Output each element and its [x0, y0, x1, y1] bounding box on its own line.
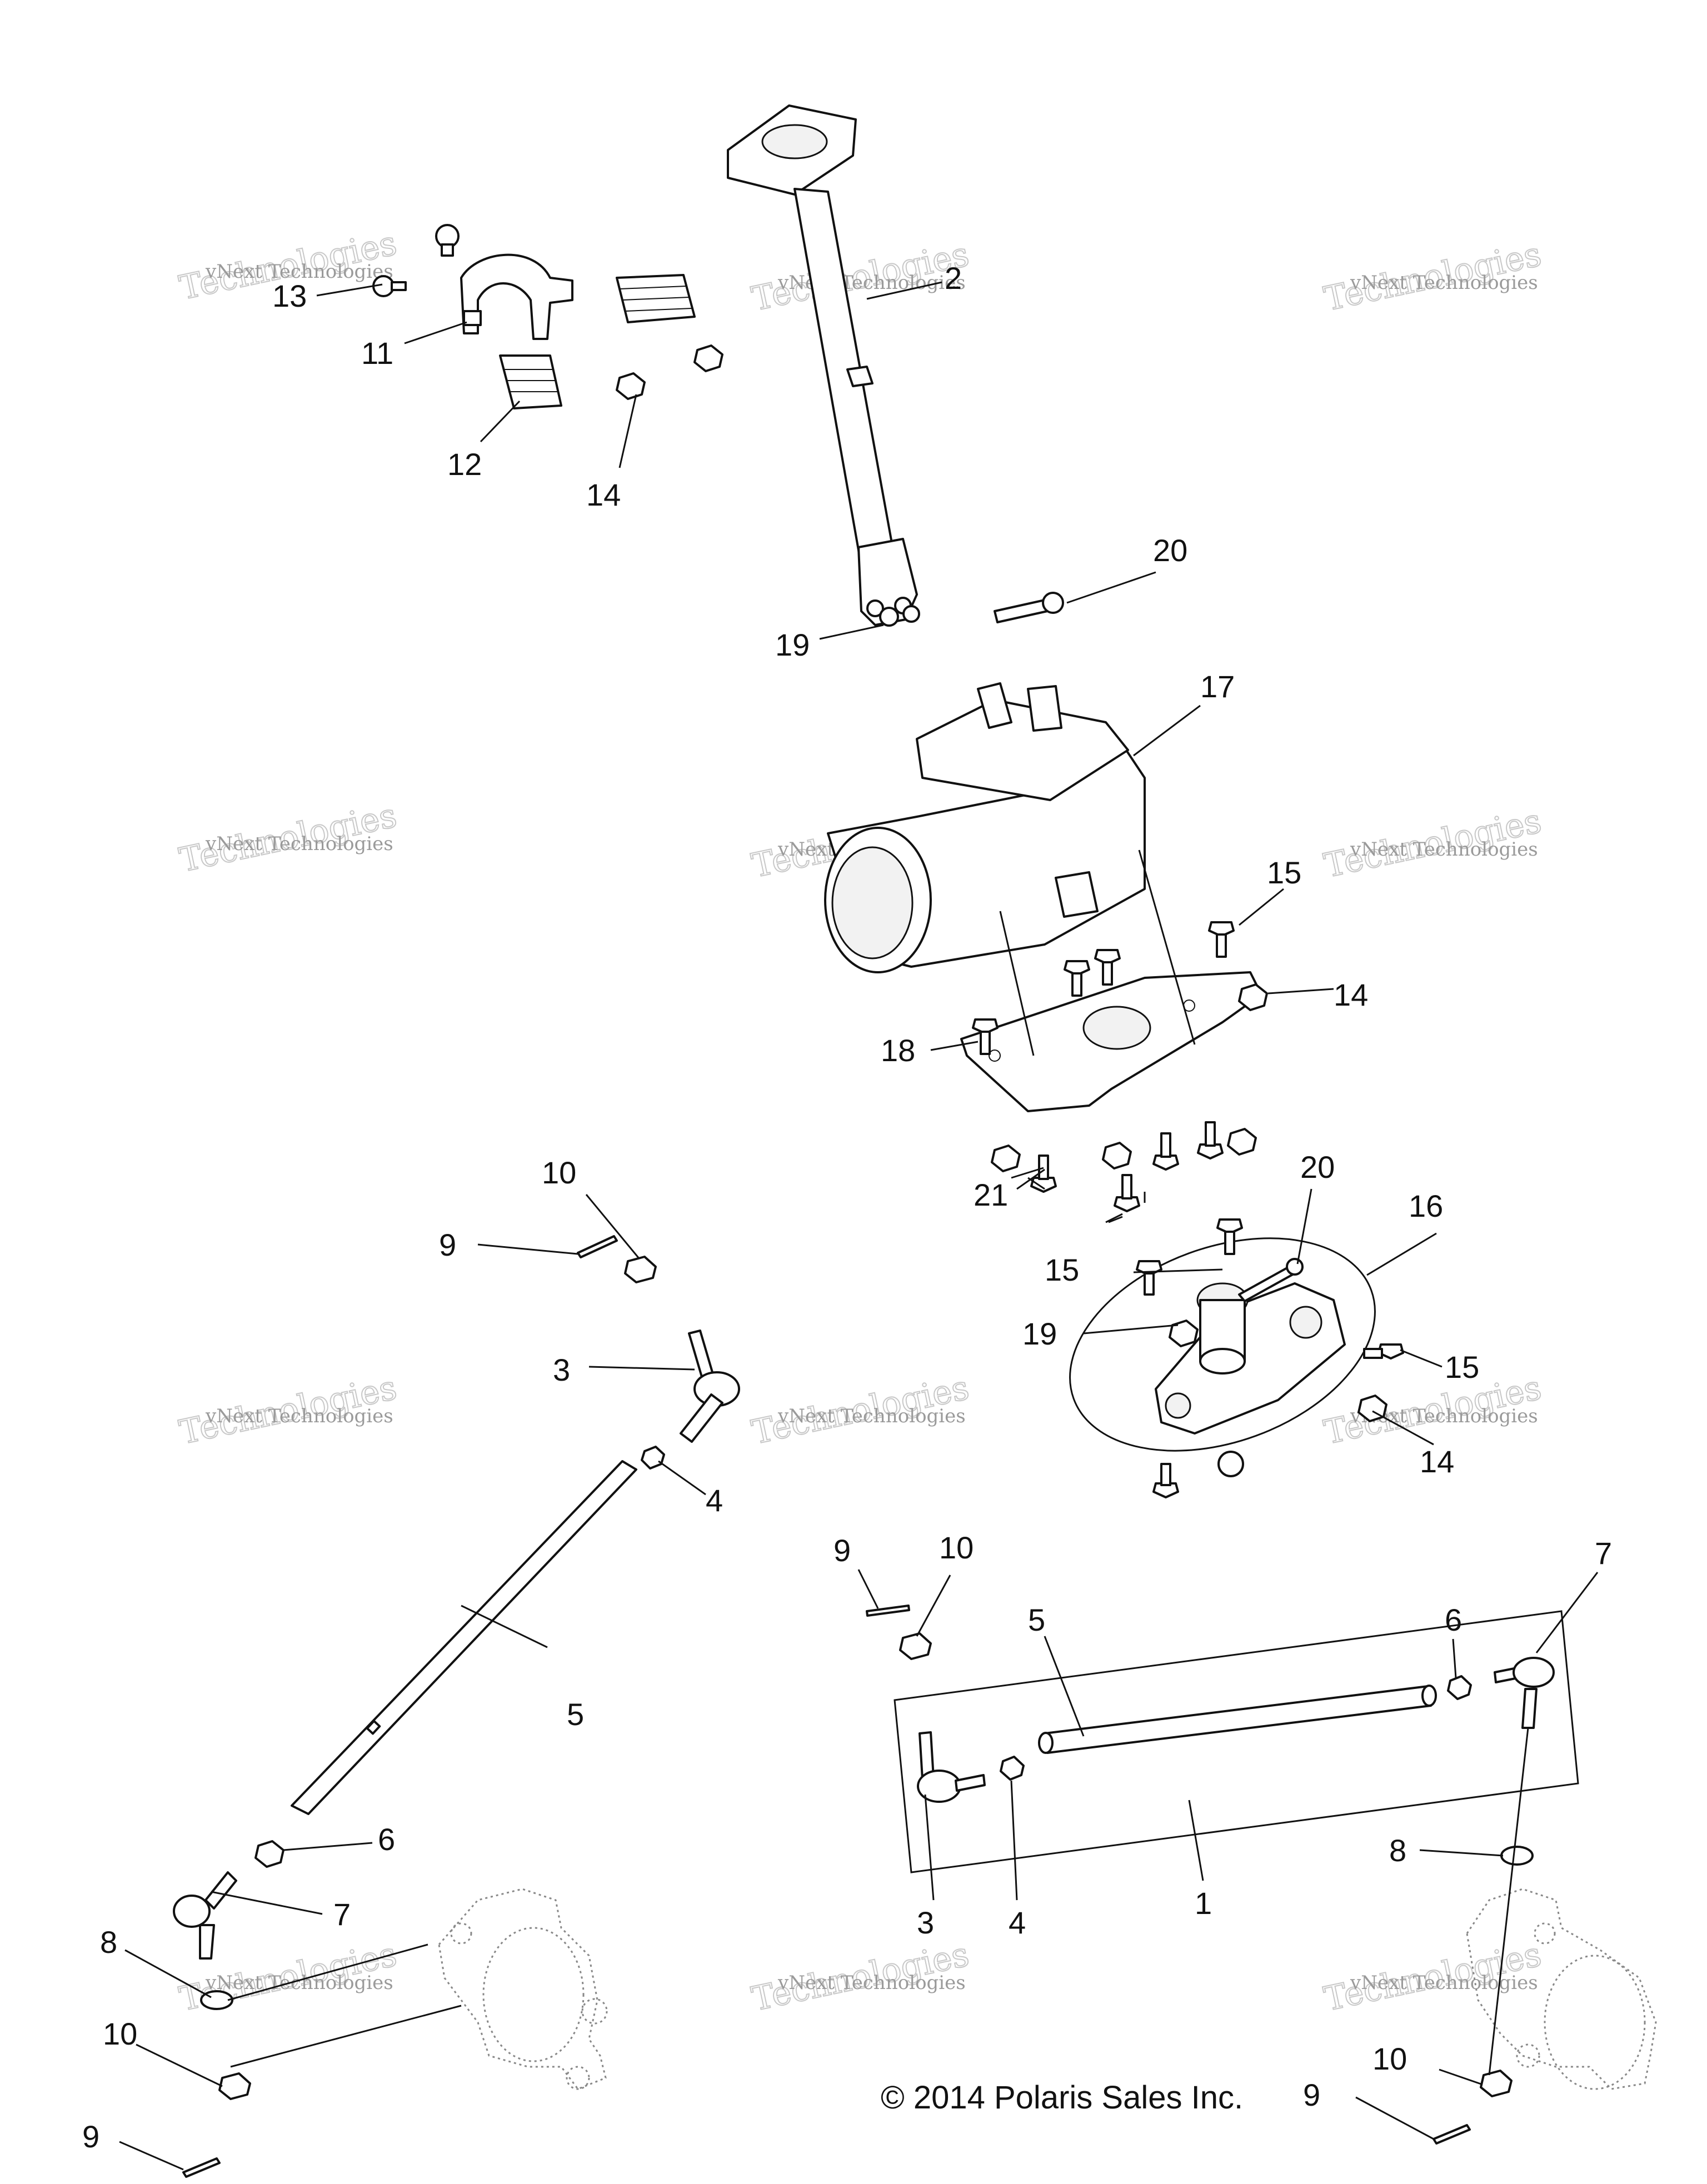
watermark-text: vNext Technologies [777, 1405, 966, 1427]
bolt-upper [994, 592, 1064, 623]
callout-15-left: 15 [1045, 1252, 1079, 1287]
cotter-pin-left-lower [182, 2157, 221, 2178]
jam-nut-left [641, 1446, 665, 1470]
cotter-pin-right-lower [1433, 2124, 1471, 2145]
nut-upper [879, 605, 920, 627]
watermark-text: vNext Technologies [777, 1972, 966, 1994]
callout-19-lower: 19 [1022, 1316, 1057, 1351]
callout-20-top: 20 [1153, 533, 1187, 568]
pitman-arm-group [1069, 1237, 1376, 1452]
boot-lower [499, 354, 562, 409]
callout-5-left: 5 [567, 1697, 584, 1732]
callout-13: 13 [272, 278, 307, 313]
callout-1: 1 [1195, 1886, 1212, 1921]
callout-5-right: 5 [1028, 1602, 1045, 1637]
callout-3-left: 3 [553, 1352, 570, 1387]
callout-18: 18 [881, 1033, 915, 1068]
watermark-text: vNext Technologies [205, 1972, 393, 1994]
callout-11: 11 [361, 336, 393, 371]
callout-14-lower: 14 [1420, 1444, 1454, 1479]
callout-7-left: 7 [333, 1897, 351, 1932]
callout-14-mid: 14 [1334, 977, 1368, 1012]
watermark-text: vNext Technologies [1350, 272, 1538, 294]
callout-17: 17 [1200, 669, 1235, 704]
callout-10-right-top: 10 [939, 1530, 974, 1565]
tie-rod-left [291, 1460, 637, 1815]
callout-9-right-top: 9 [833, 1533, 851, 1568]
callout-21: 21 [974, 1177, 1008, 1212]
callout-6-right: 6 [1445, 1602, 1462, 1637]
callout-9-right-bottom: 9 [1303, 2077, 1320, 2112]
callout-15-top: 15 [1267, 855, 1301, 890]
jam-nut-right-a [1000, 1756, 1025, 1781]
plate-bolts [972, 921, 1268, 1212]
callout-4-left: 4 [706, 1483, 723, 1518]
callout-12: 12 [447, 447, 482, 482]
callout-8-left: 8 [100, 1925, 117, 1960]
callout-3-right: 3 [917, 1905, 934, 1940]
callout-15-right: 15 [1445, 1350, 1479, 1385]
callout-10-right-bottom: 10 [1372, 2041, 1407, 2076]
steering-column [727, 104, 918, 626]
callout-2: 2 [945, 261, 962, 296]
callout-7-right: 7 [1595, 1536, 1612, 1571]
callout-6-left: 6 [378, 1822, 395, 1857]
cotter-pin-right-upper [866, 1605, 910, 1617]
callout-14-top: 14 [586, 477, 621, 512]
callout-9-left-top: 9 [439, 1227, 456, 1262]
jam-nut-left-lower [254, 1840, 284, 1868]
castle-nut-right-upper [899, 1632, 932, 1660]
tie-rod-assembly-box [894, 1610, 1579, 1873]
watermark-text: vNext Technologies [205, 1405, 393, 1427]
callout-10-left-bottom: 10 [103, 2016, 137, 2051]
castle-nut-left-upper [624, 1256, 657, 1283]
watermark-text: vNext Technologies [1350, 1972, 1538, 1994]
nut-14-top [616, 344, 723, 400]
mount-plate [960, 971, 1262, 1112]
tie-rod-end-left-upper [680, 1330, 740, 1443]
callout-10-left-top: 10 [542, 1155, 576, 1190]
tie-rod-end-right-a [917, 1731, 986, 1803]
boot-upper [616, 274, 696, 323]
callout-16: 16 [1409, 1188, 1443, 1223]
cotter-pin-left-upper [577, 1235, 618, 1258]
castle-nut-right-lower [1480, 2070, 1513, 2097]
callout-19-top: 19 [775, 627, 810, 662]
watermark-text: vNext Technologies [1350, 838, 1538, 861]
pitman-hardware [1136, 1218, 1404, 1498]
watermark-text: vNext Technologies [777, 272, 966, 294]
tie-rod-end-right-b [1494, 1657, 1555, 1729]
copyright-notice: © 2014 Polaris Sales Inc. [881, 2080, 1243, 2116]
washer-right [1500, 1846, 1534, 1866]
eps-unit [824, 682, 1146, 973]
castle-nut-left-lower [218, 2072, 251, 2100]
clamp-bracket [460, 253, 573, 340]
knuckle-left [438, 1888, 608, 2090]
watermark-text: vNext Technologies [205, 261, 393, 283]
watermark-text: vNext Technologies [205, 833, 393, 855]
callout-4-right: 4 [1009, 1905, 1026, 1940]
knuckle-right [1466, 1888, 1657, 2090]
callout-labels: 2 13 11 12 14 19 20 17 15 14 18 21 20 16… [82, 261, 1612, 2154]
bolt-13 [372, 275, 407, 297]
jam-nut-right-b [1447, 1675, 1472, 1700]
tie-rod-end-left-lower [173, 1871, 237, 1960]
leader-lines [119, 281, 1599, 2171]
callout-8-right: 8 [1389, 1833, 1406, 1868]
callout-20-lower: 20 [1300, 1150, 1335, 1185]
callout-9-left-bottom: 9 [82, 2119, 99, 2154]
tie-rod-right [1038, 1685, 1437, 1754]
bolt-top [435, 224, 460, 257]
